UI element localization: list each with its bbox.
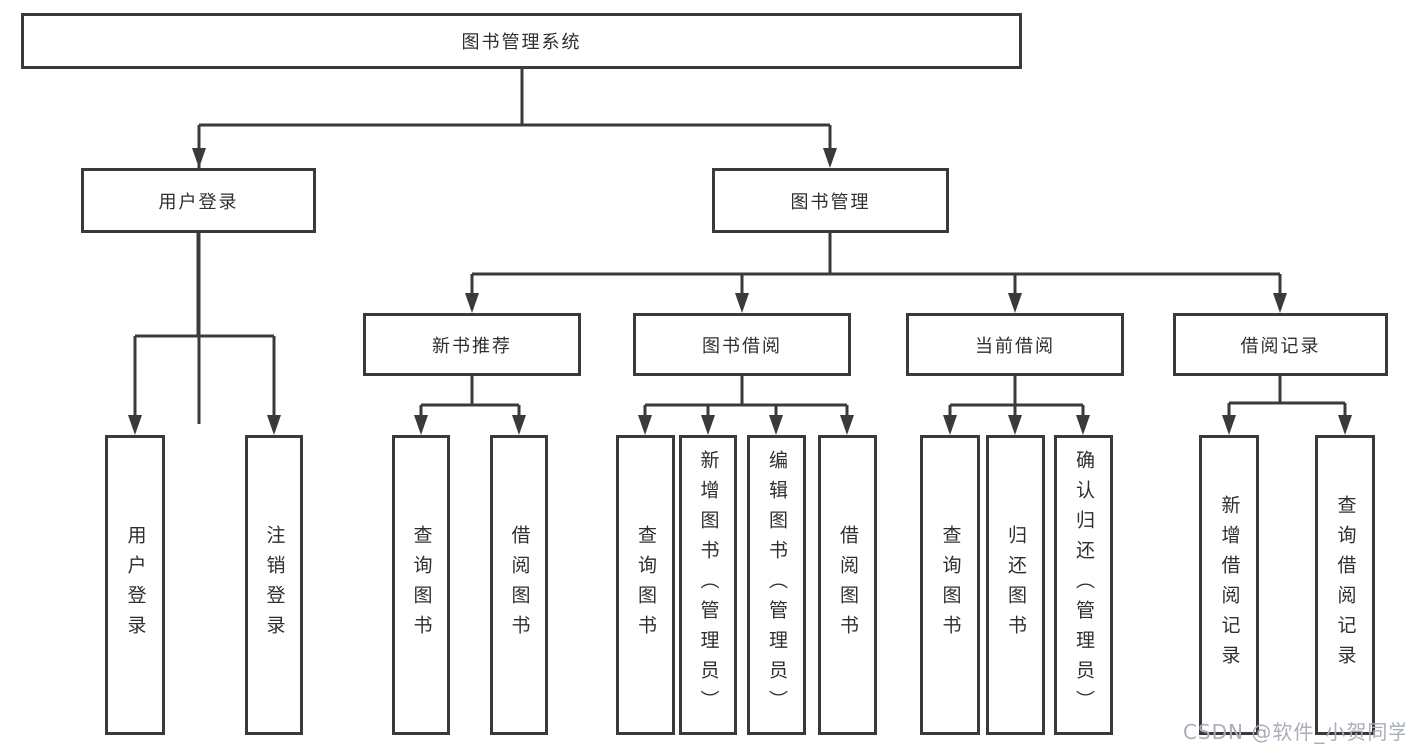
- node-current-borrowing: 当前借阅: [906, 313, 1124, 376]
- node-user-login: 用户登录: [81, 168, 316, 233]
- leaf-query-books-recommend: 查询图书: [392, 435, 450, 735]
- node-label: 图书借阅: [702, 335, 782, 357]
- node-borrowing-records: 借阅记录: [1173, 313, 1388, 376]
- leaf-query-books-current: 查询图书: [920, 435, 980, 735]
- leaf-borrow-books: 借阅图书: [818, 435, 877, 735]
- leaf-logout-login: 注销登录: [245, 435, 303, 735]
- node-label: 新书推荐: [432, 335, 512, 357]
- leaf-label: 查询图书: [939, 525, 962, 645]
- leaf-user-login: 用户登录: [105, 435, 165, 735]
- leaf-edit-book-admin: 编辑图书（管理员）: [747, 435, 806, 735]
- arrowheads: [128, 148, 1352, 435]
- node-book-management: 图书管理: [712, 168, 949, 233]
- node-book-borrowing: 图书借阅: [633, 313, 851, 376]
- node-new-book-recommendation: 新书推荐: [363, 313, 581, 376]
- node-label: 图书管理系统: [461, 32, 582, 53]
- leaf-borrow-books-recommend: 借阅图书: [490, 435, 548, 735]
- leaf-return-books: 归还图书: [986, 435, 1045, 735]
- leaf-add-book-admin: 新增图书（管理员）: [679, 435, 737, 735]
- node-label: 用户登录: [158, 191, 239, 213]
- leaf-label: 查询图书: [410, 525, 433, 645]
- leaf-label: 新增图书（管理员）: [697, 450, 720, 720]
- node-label: 图书管理: [790, 191, 871, 213]
- node-label: 当前借阅: [975, 335, 1055, 357]
- csdn-watermark: CSDN @软件_小贺同学: [1183, 720, 1405, 744]
- leaf-label: 注销登录: [263, 525, 286, 645]
- leaf-label: 查询借阅记录: [1334, 495, 1357, 675]
- leaf-label: 用户登录: [124, 525, 147, 645]
- node-label: 借阅记录: [1240, 335, 1321, 357]
- leaf-label: 借阅图书: [837, 525, 859, 645]
- leaf-label: 归还图书: [1005, 525, 1027, 645]
- leaf-query-books-borrow: 查询图书: [616, 435, 675, 735]
- leaf-label: 确认归还（管理员）: [1073, 450, 1095, 720]
- leaf-label: 查询图书: [635, 525, 657, 645]
- leaf-confirm-return-admin: 确认归还（管理员）: [1054, 435, 1113, 735]
- leaf-label: 编辑图书（管理员）: [766, 450, 788, 720]
- node-library-management-system: 图书管理系统: [21, 13, 1022, 69]
- leaf-label: 借阅图书: [508, 525, 531, 645]
- leaf-add-borrow-record: 新增借阅记录: [1199, 435, 1259, 735]
- leaf-query-borrow-record: 查询借阅记录: [1315, 435, 1375, 735]
- leaf-label: 新增借阅记录: [1218, 495, 1241, 675]
